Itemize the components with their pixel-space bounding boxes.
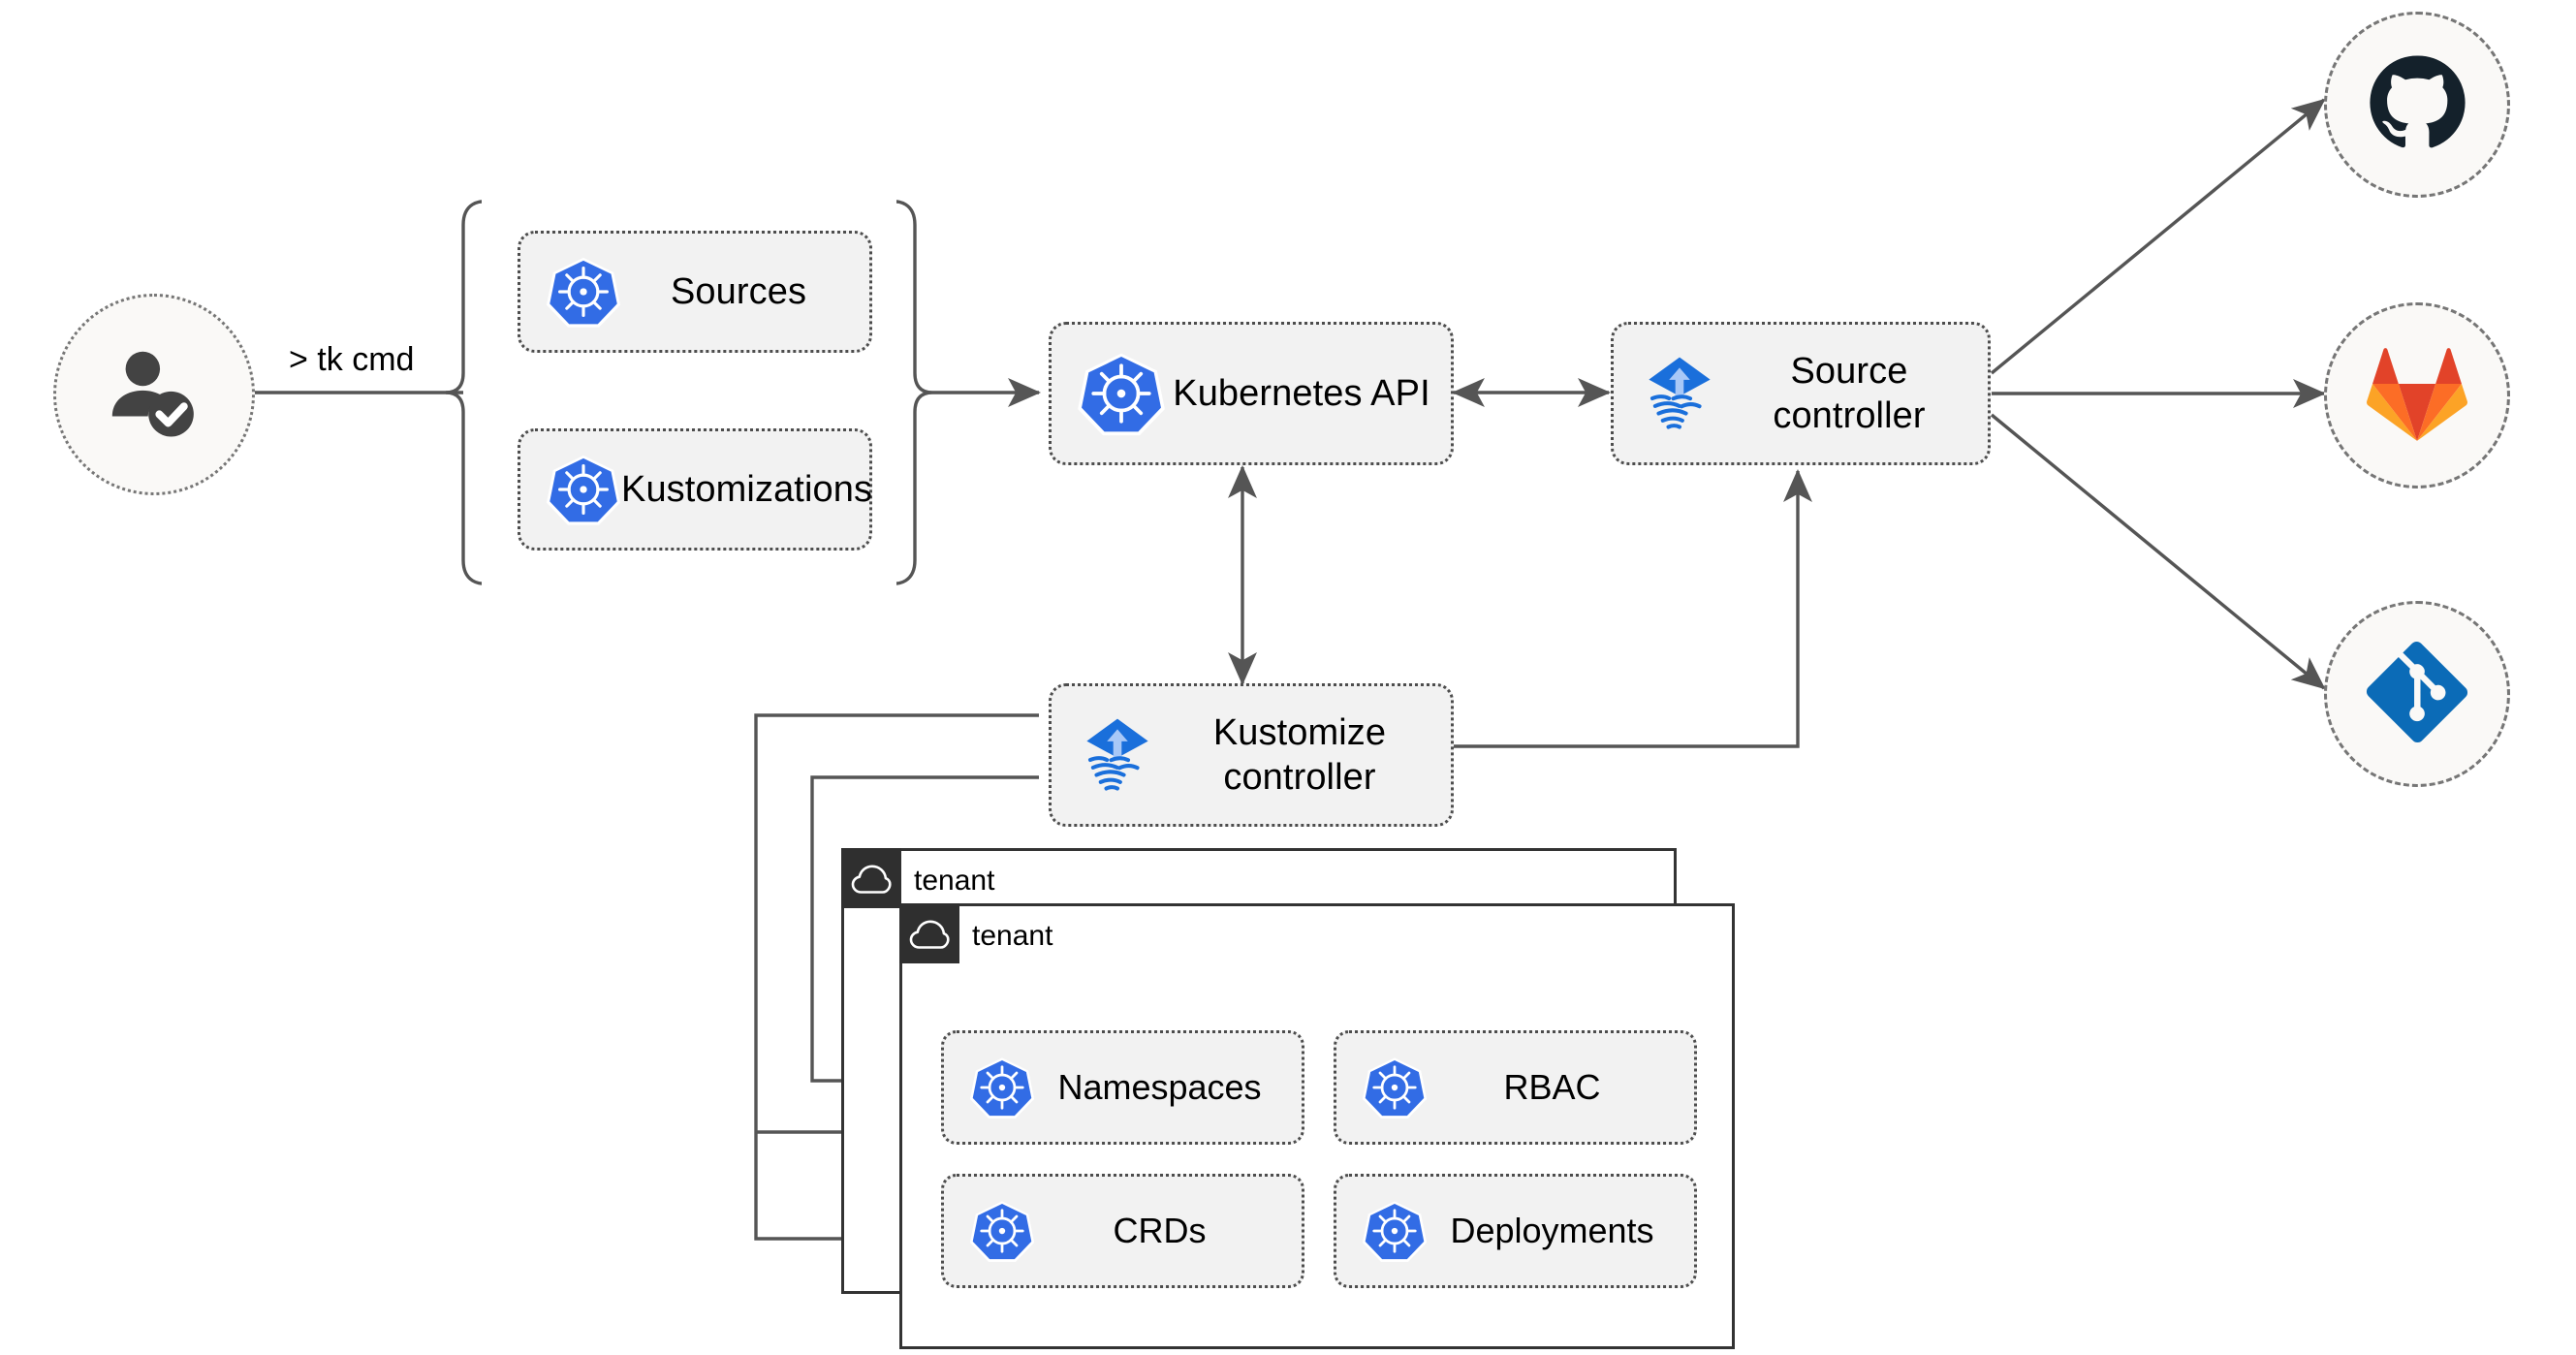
kubernetes-icon [1362, 1055, 1428, 1120]
edge-source-to-git [1990, 413, 2326, 690]
node-label: Kubernetes API [1173, 372, 1430, 414]
provider-github[interactable] [2324, 12, 2510, 198]
user-verified-icon [100, 338, 208, 452]
resource-label: RBAC [1503, 1067, 1601, 1107]
kubernetes-icon [546, 254, 621, 330]
tenant-box-inner[interactable]: tenant Namespaces [899, 903, 1735, 1349]
node-label: Kustomize controller [1162, 710, 1451, 801]
crd-box-kustomizations[interactable]: Kustomizations [518, 428, 872, 551]
node-source-controller[interactable]: Source controller [1611, 322, 1991, 465]
crd-box-sources[interactable]: Sources [518, 231, 872, 353]
kubernetes-icon [1077, 349, 1166, 438]
resource-namespaces[interactable]: Namespaces [941, 1030, 1304, 1145]
resource-crds[interactable]: CRDs [941, 1174, 1304, 1288]
node-kubernetes-api[interactable]: Kubernetes API [1049, 322, 1454, 465]
node-label-line1: Kustomize [1212, 711, 1387, 753]
resource-deployments[interactable]: Deployments [1334, 1174, 1697, 1288]
kubernetes-icon [969, 1055, 1035, 1120]
github-icon [2367, 52, 2467, 158]
tenant-label: tenant [914, 865, 995, 897]
flux-icon [1635, 349, 1724, 438]
crd-box-label: Kustomizations [621, 468, 873, 510]
node-label-line2: controller [1223, 757, 1376, 798]
flux-icon [1073, 710, 1162, 800]
edge-kustomize-to-source [1454, 468, 1812, 748]
kubernetes-icon [969, 1198, 1035, 1264]
actor-user-circle[interactable] [53, 294, 255, 495]
resource-label: Deployments [1450, 1211, 1654, 1250]
cloud-icon [899, 903, 959, 963]
node-label-line2: controller [1773, 395, 1926, 436]
cloud-icon [841, 848, 901, 908]
resource-label: Namespaces [1057, 1067, 1262, 1107]
provider-git[interactable] [2324, 601, 2510, 787]
node-label-line1: Source [1790, 350, 1908, 392]
kubernetes-icon [546, 452, 621, 527]
kubernetes-icon [1362, 1198, 1428, 1264]
crd-box-label: Sources [670, 270, 807, 312]
edge-kustomize-to-tenant-outer [754, 713, 1039, 1241]
node-label: Source controller [1724, 349, 1988, 439]
resource-rbac[interactable]: RBAC [1334, 1030, 1697, 1145]
provider-gitlab[interactable] [2324, 302, 2510, 488]
git-icon [2364, 639, 2470, 750]
node-kustomize-controller[interactable]: Kustomize controller [1049, 683, 1454, 827]
edge-source-to-github [1990, 98, 2326, 375]
right-brace [895, 200, 933, 585]
gitlab-icon [2367, 343, 2467, 449]
tenant-resource-grid: Namespaces RBAC [941, 1030, 1697, 1288]
command-label: > tk cmd [289, 341, 415, 378]
tenant-label: tenant [972, 920, 1053, 952]
resource-label: CRDs [1113, 1211, 1207, 1250]
left-brace [445, 200, 483, 585]
